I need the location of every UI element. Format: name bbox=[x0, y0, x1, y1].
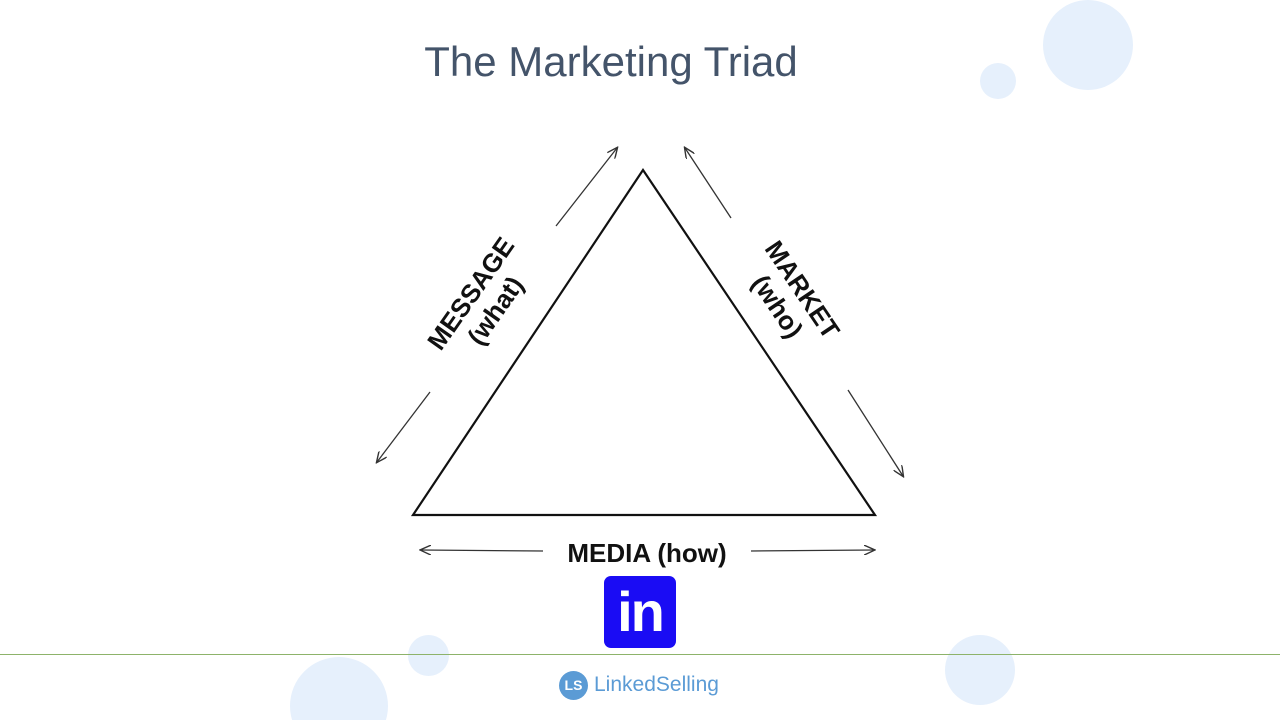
decor-bubble-bottom-left-small bbox=[408, 635, 449, 676]
media-label: MEDIA (how) bbox=[567, 538, 726, 568]
decor-bubble-large-top-right bbox=[1043, 0, 1133, 90]
decor-bubble-small-top-right bbox=[980, 63, 1016, 99]
linkedin-icon: in bbox=[604, 576, 676, 648]
slide-title: The Marketing Triad bbox=[424, 38, 798, 85]
brand-name: LinkedSelling bbox=[594, 673, 719, 696]
footer-brand-logo: LS LinkedSelling bbox=[559, 670, 719, 700]
arrow-market-down bbox=[847, 389, 903, 476]
arrow-message-down bbox=[377, 391, 431, 462]
linkedin-icon-text: in bbox=[617, 580, 665, 643]
footer-divider bbox=[0, 654, 1280, 655]
brand-mark-icon: LS bbox=[559, 670, 588, 700]
decor-bubble-bottom-right bbox=[945, 635, 1015, 705]
media-text: MEDIA (how) bbox=[567, 538, 727, 568]
triad-triangle bbox=[410, 168, 878, 517]
brand-mark-text: LS bbox=[564, 677, 583, 693]
arrow-market-up bbox=[685, 148, 732, 219]
arrow-media-left bbox=[421, 550, 544, 551]
arrow-media-right bbox=[750, 550, 874, 551]
arrow-message-up bbox=[555, 148, 617, 227]
